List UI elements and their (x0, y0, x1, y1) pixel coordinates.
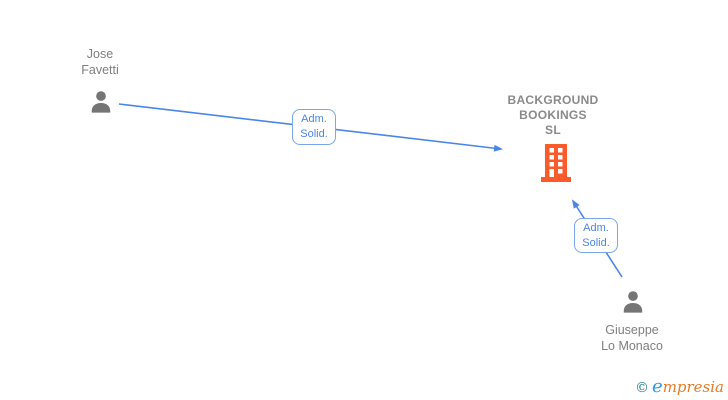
node-label-background-bookings-sl[interactable]: BACKGROUND BOOKINGS SL (507, 93, 599, 137)
building-icon-glyph (541, 144, 571, 182)
node-label-giuseppe-lo-monaco[interactable]: Giuseppe Lo Monaco (601, 323, 663, 353)
person-icon-glyph (91, 91, 111, 113)
copyright-icon: © (635, 380, 650, 396)
building-icon[interactable] (541, 144, 571, 182)
empresia-watermark: ©empresia (635, 376, 724, 397)
node-label-jose-favetti[interactable]: Jose Favetti (81, 47, 119, 77)
edge-label-adm-solid-1: Adm. Solid. (292, 109, 336, 145)
person-icon[interactable] (619, 289, 647, 316)
person-icon-glyph (623, 291, 643, 313)
person-icon[interactable] (87, 89, 115, 116)
edge-label-adm-solid-2: Adm. Solid. (574, 218, 618, 253)
brand-name: mpresia (662, 378, 724, 396)
brand-initial: e (652, 376, 663, 397)
